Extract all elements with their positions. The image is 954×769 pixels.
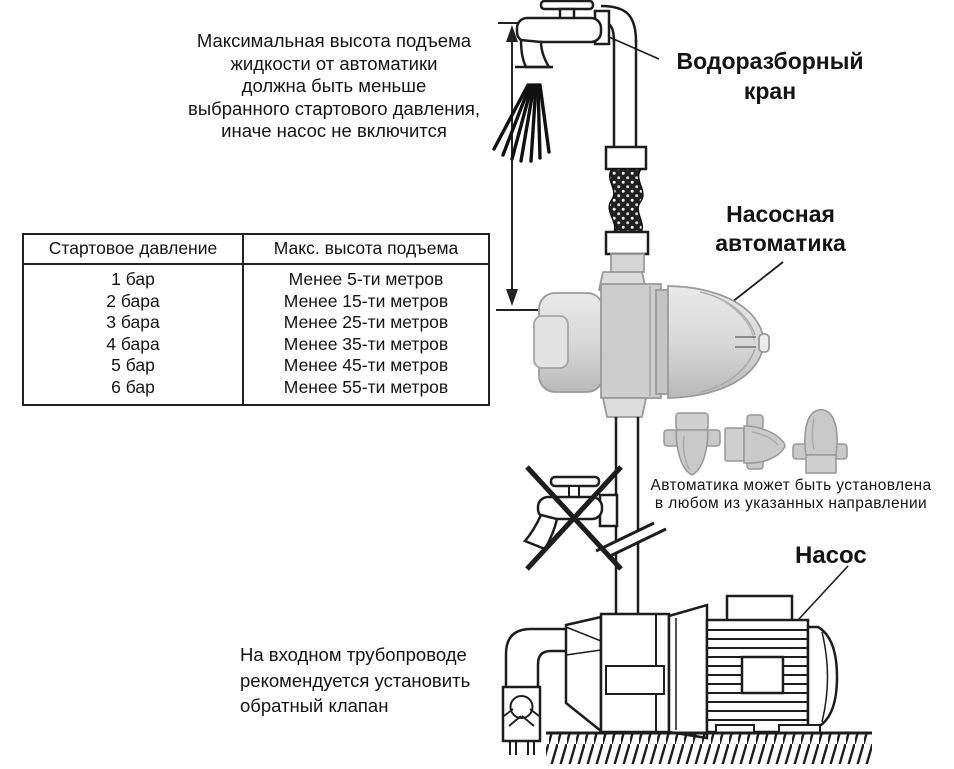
height-cell: Менее 45-ти метров <box>283 355 449 375</box>
motor-icon <box>705 594 839 734</box>
table-header-row: Стартовое давление Макс. высота подъема <box>23 234 489 265</box>
water-tap-label: Водоразборный кран <box>676 48 864 104</box>
height-cell: Менее 35-ти метров <box>283 333 449 354</box>
pipe-break-icon <box>595 521 667 559</box>
shutoff-valve-crossed-icon <box>522 465 623 571</box>
pressure-cell: 1 бар <box>23 264 244 291</box>
column-header-max-height: Макс. высота подъема <box>243 234 489 265</box>
table-row: 1 бар Менее 5-ти метров <box>23 264 489 291</box>
flexible-hose-icon <box>604 145 650 256</box>
height-cell: Менее 25-ти метров <box>283 312 449 332</box>
max-height-note: Максимальная высота подъема жидкости от … <box>188 30 480 141</box>
height-cell: Менее 55-ти метров <box>283 376 449 397</box>
table-row: 5 бар Менее 45-ти метров <box>23 355 489 377</box>
riser-pipe-lower <box>614 417 640 618</box>
pump-label: Насос <box>795 542 867 569</box>
ground-hatching-icon <box>546 731 872 764</box>
water-spray-icon <box>492 83 551 163</box>
orientation-thumbnails-icon <box>663 409 848 476</box>
orientation-note: Автоматика может быть установлена в любо… <box>650 477 932 512</box>
inlet-pipe-icon <box>504 627 567 688</box>
height-cell: Менее 15-ти метров <box>283 290 449 311</box>
check-valve-note: На входном трубопроводе рекомендуется ус… <box>240 644 471 716</box>
pump-automation-device-icon <box>533 253 770 418</box>
pump-automation-label: Насосная автоматика <box>715 201 846 256</box>
pressure-cell: 4 бара <box>23 333 244 355</box>
riser-pipe-upper <box>612 40 638 148</box>
pump-icon <box>564 603 709 740</box>
pressure-cell: 5 бар <box>23 355 244 377</box>
table-row: 3 бара Менее 25-ти метров <box>23 312 489 334</box>
column-header-start-pressure: Стартовое давление <box>23 234 244 265</box>
water-tap-icon <box>515 0 638 69</box>
pressure-cell: 3 бара <box>23 312 244 334</box>
pressure-height-table: Стартовое давление Макс. высота подъема … <box>22 233 490 406</box>
table-row: 2 бара Менее 15-ти метров <box>23 290 489 312</box>
height-cell: Менее 5-ти метров <box>288 269 444 289</box>
check-valve-icon <box>501 685 542 755</box>
pressure-cell: 2 бара <box>23 290 244 312</box>
table-row: 6 бар Менее 55-ти метров <box>23 376 489 405</box>
table-row: 4 бара Менее 35-ти метров <box>23 333 489 355</box>
measurement-arrow-icon <box>496 22 541 311</box>
pressure-cell: 6 бар <box>23 376 244 405</box>
